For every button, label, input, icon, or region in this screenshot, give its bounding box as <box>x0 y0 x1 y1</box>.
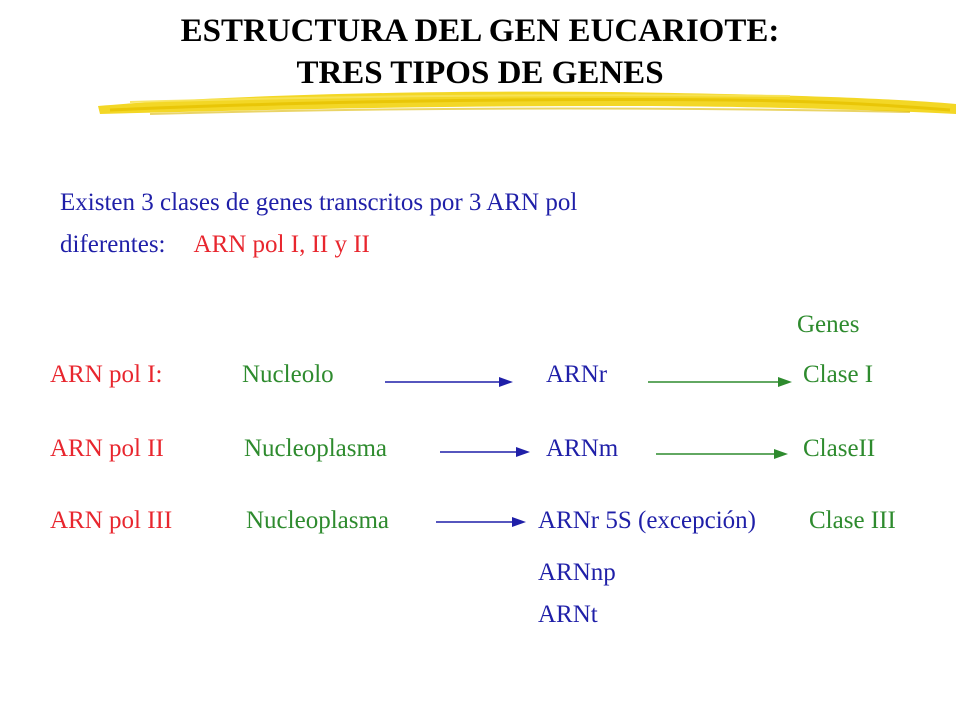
page-title-line-2: TRES TIPOS DE GENES <box>296 55 664 91</box>
row-1-arrow-location-to-product <box>385 377 513 387</box>
row-2-product: ARNm <box>546 435 619 462</box>
extra-product-2: ARNt <box>538 601 598 628</box>
row-1-class: Clase I <box>803 361 874 388</box>
row-2-polymerase: ARN pol II <box>50 435 164 462</box>
intro-highlight: ARN pol I, II y II <box>193 231 370 258</box>
row-1-arrow-product-to-class <box>648 377 792 387</box>
row-3-product: ARNr 5S (excepción) <box>538 507 756 534</box>
row-2-class: ClaseII <box>803 435 876 462</box>
row-3-arrow-location-to-product <box>436 517 526 527</box>
row-3-location: Nucleoplasma <box>246 507 390 534</box>
page-title-line-1: ESTRUCTURA DEL GEN EUCARIOTE: <box>180 13 780 49</box>
row-3-polymerase: ARN pol III <box>50 507 173 534</box>
title-underline-brush <box>98 91 956 115</box>
row-1-location: Nucleolo <box>242 361 334 388</box>
row-2-arrow-product-to-class <box>656 449 788 459</box>
intro-line-2: diferentes: ARN pol I, II y II <box>60 228 370 262</box>
extra-product-1: ARNnp <box>538 559 616 586</box>
row-2-arrow-location-to-product <box>440 447 530 457</box>
intro-prefix: diferentes: <box>60 231 166 258</box>
row-3-class: Clase III <box>809 507 896 534</box>
row-1-polymerase: ARN pol I: <box>50 361 163 388</box>
row-2-location: Nucleoplasma <box>244 435 388 462</box>
intro-line-1: Existen 3 clases de genes transcritos po… <box>60 189 578 216</box>
row-1-product: ARNr <box>546 361 608 388</box>
genes-column-header: Genes <box>797 311 860 338</box>
